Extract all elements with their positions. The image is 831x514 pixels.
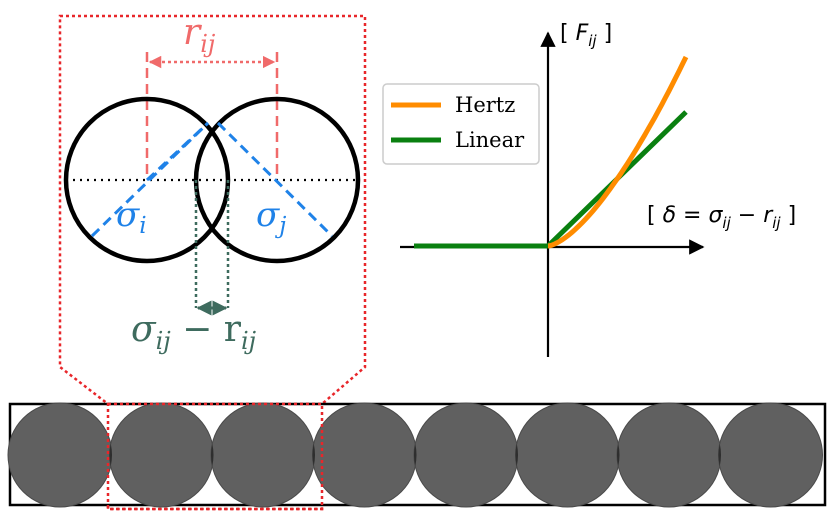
y-axis-label: [ Fij ] (560, 21, 612, 50)
chain-particle (7, 402, 113, 508)
chain-particle (413, 402, 519, 508)
chain-particle (718, 402, 823, 508)
chain-overlap (718, 443, 721, 467)
particle-chain (7, 402, 827, 511)
distance-label: rij (183, 12, 216, 58)
chain-particle (616, 402, 722, 508)
sigma-i-label: σi (116, 195, 147, 239)
legend-linear-label: Linear (455, 128, 525, 152)
x-axis-label: [ δ = σij − rij ] (647, 203, 796, 232)
chain-particle (515, 402, 620, 508)
chain-overlap (211, 443, 214, 467)
chain-overlap (617, 443, 620, 467)
chain-overlap (515, 443, 518, 467)
chain-overlap (312, 443, 316, 467)
chain-particle (109, 402, 214, 508)
chain-particle (312, 402, 417, 508)
radius-i-line-b (145, 121, 210, 182)
chain-overlap (109, 443, 112, 467)
force-plot: [ Fij ] [ δ = σij − rij ] Hertz Linear (382, 21, 796, 357)
legend-hertz-label: Hertz (455, 93, 515, 117)
radius-j-line-a (216, 121, 334, 238)
legend: Hertz Linear (382, 83, 540, 165)
series-hertz-line (414, 55, 689, 249)
overlap-label: σij − rij (131, 309, 257, 355)
chain-overlap (413, 443, 417, 467)
zoom-panel: rij σi σj σij − rij (58, 12, 367, 511)
chain-particle (210, 402, 316, 508)
chain-zoom-highlight (106, 402, 324, 511)
sigma-j-label: σj (256, 195, 286, 239)
